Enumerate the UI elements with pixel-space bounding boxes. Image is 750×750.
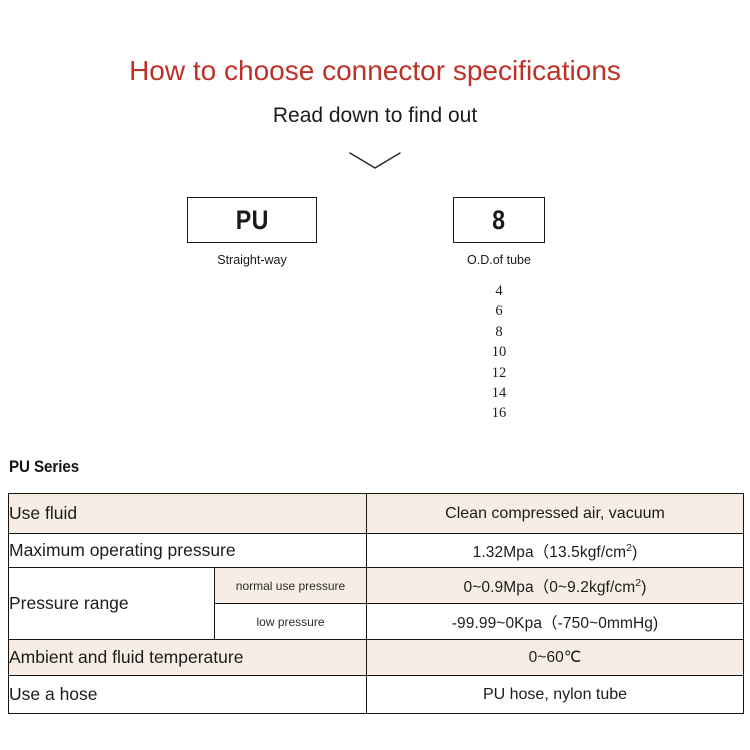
spec-label-ambient-fluid-temperature: Ambient and fluid temperature (8, 639, 367, 676)
tube-size-option: 8 (495, 323, 503, 340)
spec-value-low-pressure: -99.99~0Kpa（-750~0mmHg) (366, 603, 744, 640)
spec-sublabel-normal-use-pressure: normal use pressure (214, 567, 367, 604)
code-box-tube-size-caption: O.D.of tube (467, 253, 531, 267)
spec-value-max-operating-pressure: 1.32Mpa（13.5kgf/cm2) (366, 533, 744, 568)
tube-size-option: 14 (491, 384, 507, 401)
tube-size-option: 6 (495, 303, 503, 320)
spec-value-normal-use-pressure: 0~0.9Mpa（0~9.2kgf/cm2) (366, 567, 744, 604)
spec-label-pressure-range: Pressure range (8, 567, 215, 640)
spec-label-use-fluid: Use fluid (8, 493, 367, 534)
tube-size-option: 10 (491, 344, 507, 361)
table-row: low pressure -99.99~0Kpa（-750~0mmHg) (9, 603, 744, 640)
table-row: Use a hose PU hose, nylon tube (8, 675, 744, 714)
tube-size-option: 4 (495, 283, 503, 299)
page-subtitle: Read down to find out (272, 104, 478, 127)
spec-table-heading: PU Series (9, 458, 80, 476)
tube-size-option: 12 (491, 364, 507, 381)
table-row: Maximum operating pressure 1.32Mpa（13.5k… (8, 533, 744, 568)
spec-table: Use fluid Clean compressed air, vacuum M… (8, 493, 744, 714)
spec-sublabel-low-pressure: low pressure (214, 603, 367, 640)
code-box-series-text: PU (235, 204, 269, 235)
code-box-series: PU (187, 197, 317, 243)
spec-value-ambient-fluid-temperature: 0~60℃ (366, 639, 744, 676)
tube-size-option: 16 (491, 405, 507, 422)
code-box-tube-size-text: 8 (492, 204, 506, 235)
code-box-series-caption: Straight-way (217, 253, 287, 267)
table-row: Ambient and fluid temperature 0~60℃ (8, 639, 744, 676)
spec-value-use-a-hose: PU hose, nylon tube (366, 675, 744, 714)
page-title: How to choose connector specifications (129, 55, 621, 86)
code-box-tube-size: 8 (453, 197, 545, 243)
chevron-down-icon (349, 152, 401, 169)
spec-label-max-operating-pressure: Maximum operating pressure (8, 533, 367, 568)
tube-size-option-list: 4 6 8 10 12 14 16 (453, 281, 545, 424)
table-row: Use fluid Clean compressed air, vacuum (8, 493, 744, 534)
table-row: Pressure range normal use pressure 0~0.9… (8, 567, 744, 640)
spec-label-use-a-hose: Use a hose (8, 675, 367, 714)
spec-value-use-fluid: Clean compressed air, vacuum (366, 493, 744, 534)
